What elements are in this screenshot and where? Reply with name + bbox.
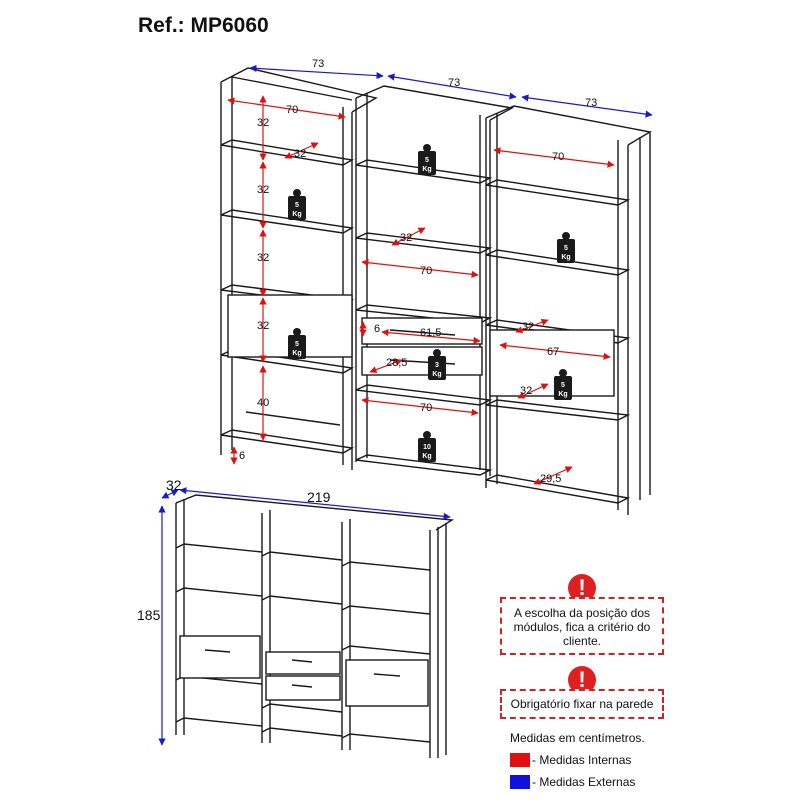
legend-title: Medidas em centímetros.	[510, 731, 645, 745]
module-right	[485, 105, 652, 515]
svg-text:Kg: Kg	[432, 371, 441, 378]
dim-6-bottom: 6	[239, 450, 245, 462]
dim-61-5: 61,5	[420, 327, 441, 339]
svg-text:Kg: Kg	[558, 391, 567, 398]
dim-40: 40	[257, 397, 269, 409]
dim-32-e: 32	[257, 320, 269, 332]
dim-70-b: 70	[420, 265, 432, 277]
dim-73-left: 73	[312, 58, 324, 70]
dim-32-b: 32	[294, 148, 306, 160]
module-position-note: A escolha da posição dos módulos, fica a…	[500, 597, 664, 655]
dim-32-f: 32	[400, 232, 412, 244]
module-middle	[355, 85, 515, 476]
svg-text:Kg: Kg	[292, 350, 301, 357]
svg-text:Kg: Kg	[561, 254, 570, 261]
dim-70-d: 70	[552, 151, 564, 163]
internal-dimensions	[227, 95, 615, 485]
svg-text:Kg: Kg	[422, 453, 431, 460]
legend-internal-label: - Medidas Internas	[532, 753, 632, 767]
weight-tag-5kg-right-upper: 5 Kg	[557, 232, 575, 263]
weight-tag-5kg-right-lower: 5 Kg	[554, 369, 572, 400]
dim-32-g: 32	[522, 321, 534, 333]
dim-70-c: 70	[420, 402, 432, 414]
weight-tag-10kg-bottom: 10 Kg	[418, 431, 436, 462]
svg-text:5: 5	[425, 157, 429, 164]
svg-text:10: 10	[423, 444, 431, 451]
dim-overall-width: 219	[307, 489, 331, 505]
wall-fixing-note: Obrigatório fixar na parede	[500, 689, 664, 719]
dim-overall-height: 185	[137, 607, 161, 623]
weight-tag-5kg-left-lower: 5 Kg	[288, 328, 306, 359]
dim-32-c: 32	[257, 184, 269, 196]
dim-73-right: 73	[585, 97, 597, 109]
svg-text:Kg: Kg	[422, 166, 431, 173]
svg-text:5: 5	[295, 202, 299, 209]
weight-tag-5kg-left-upper: 5 Kg	[288, 189, 306, 220]
reference-title: Ref.: MP6060	[138, 14, 269, 37]
dim-29-5: 29,5	[540, 473, 561, 485]
svg-text:5: 5	[295, 341, 299, 348]
svg-text:3: 3	[435, 362, 439, 369]
legend-internal: - Medidas Internas	[510, 753, 645, 767]
dim-32-d: 32	[257, 252, 269, 264]
weight-tag-3kg-drawer: 3 Kg	[428, 349, 446, 380]
weight-tag-5kg-middle: 5 Kg	[418, 144, 436, 175]
dim-73-mid: 73	[448, 77, 460, 89]
top-width-dimensions: 73 73 73	[249, 58, 653, 118]
internal-color-swatch	[510, 753, 530, 767]
dim-32-a: 32	[257, 117, 269, 129]
legend-external-label: - Medidas Externas	[532, 775, 636, 789]
svg-text:5: 5	[564, 245, 568, 252]
assembled-view	[175, 494, 455, 758]
legend-external: - Medidas Externas	[510, 775, 645, 789]
legend: Medidas em centímetros. - Medidas Intern…	[510, 731, 645, 789]
dim-70-a: 70	[286, 104, 298, 116]
overall-dimensions: 32 219 185	[137, 477, 451, 746]
dim-28-5: 28,5	[386, 357, 407, 369]
internal-dimension-labels: 70 32 32 32 32 32 40 6 32 70 6 61,5 28,5…	[239, 104, 564, 485]
dim-67: 67	[547, 346, 559, 358]
external-color-swatch	[510, 775, 530, 789]
module-left	[220, 67, 378, 470]
svg-text:5: 5	[561, 382, 565, 389]
dim-6-drawer: 6	[374, 323, 380, 335]
svg-text:Kg: Kg	[292, 211, 301, 218]
dim-32-h: 32	[520, 385, 532, 397]
dim-overall-depth: 32	[166, 477, 182, 493]
